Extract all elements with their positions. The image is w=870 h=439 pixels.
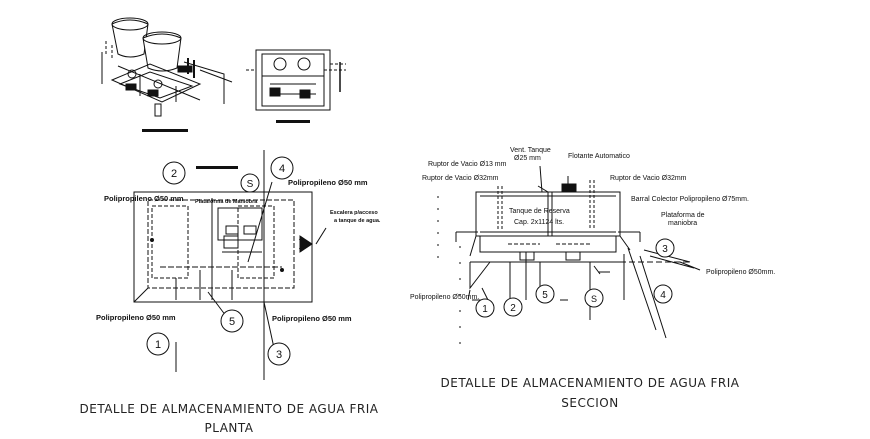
plan-callout-3-text: 3 <box>276 349 282 361</box>
plan-callout-2: 2 <box>162 161 186 185</box>
section-pipe-right-label: Polipropileno Ø50mm. <box>706 269 775 276</box>
small-plan-title-bar <box>276 120 310 123</box>
isometric-title-bar <box>142 129 188 132</box>
plan-callout-2-text: 2 <box>171 168 177 180</box>
section-callout-5: 5 <box>535 284 555 304</box>
plan-callout-1: 1 <box>146 332 170 356</box>
section-callout-3-text: 3 <box>662 244 668 255</box>
section-vent-label-line2: Ø25 mm <box>514 155 541 162</box>
section-caption-line2: SECCION <box>561 396 619 410</box>
plan-pipe-bottom-right-label: Polipropileno Ø50 mm <box>272 314 352 323</box>
section-breaker13-label: Ruptor de Vacio Ø13 mm <box>428 161 507 168</box>
section-reserve-label-line2: Cap. 2x1124 lts. <box>514 219 564 226</box>
plan-ladder-label-line1: Escalera p/acceso <box>330 210 378 216</box>
section-callout-4-text: 4 <box>660 290 666 301</box>
section-callout-2-text: 2 <box>510 303 516 314</box>
plan-caption-line2: PLANTA <box>204 421 254 435</box>
section-pipe-left-label: Polipropileno Ø50mm. <box>410 294 479 301</box>
plan-view <box>133 150 327 380</box>
section-breaker32-right-label: Ruptor de Vacio Ø32mm <box>610 175 687 182</box>
section-view <box>437 165 701 358</box>
section-callout-s-text: S <box>591 294 597 304</box>
section-callout-1: 1 <box>475 298 495 318</box>
plan-callout-5: 5 <box>220 309 244 333</box>
plan-callout-5-text: 5 <box>229 316 235 328</box>
plan-header-bar <box>196 166 238 169</box>
section-float-label: Flotante Automatico <box>568 153 630 160</box>
plan-pipe-top-right-label: Polipropileno Ø50 mm <box>288 178 368 187</box>
plan-pipe-bottom-left-label: Polipropileno Ø50 mm <box>96 313 176 322</box>
section-reserve-label-line1: Tanque de Reserva <box>509 208 570 215</box>
plan-caption-line1: DETALLE DE ALMACENAMIENTO DE AGUA FRIA <box>79 402 379 416</box>
section-vent-label-line1: Vent. Tanque <box>510 147 551 154</box>
section-caption-line1: DETALLE DE ALMACENAMIENTO DE AGUA FRIA <box>440 376 740 390</box>
small-plan-view <box>244 49 346 111</box>
plan-callout-s-text: S <box>247 179 254 190</box>
plan-ladder-label-line2: a tanque de agua. <box>334 218 381 224</box>
section-platform-label-line2: maniobra <box>668 220 697 227</box>
plan-callout-1-text: 1 <box>155 339 161 351</box>
plan-pipe-top-left-label: Polipropileno Ø50 mm <box>104 194 184 203</box>
plan-callout-4: 4 <box>270 156 294 180</box>
section-breaker32-left-label: Ruptor de Vacio Ø32mm <box>422 175 499 182</box>
plan-callout-3: 3 <box>267 342 291 366</box>
section-callout-3: 3 <box>655 238 675 258</box>
section-callout-4: 4 <box>653 284 673 304</box>
section-callout-2: 2 <box>503 297 523 317</box>
section-callout-1-text: 1 <box>482 304 488 315</box>
section-platform-label-line1: Plataforma de <box>661 212 705 219</box>
isometric-view <box>101 17 233 117</box>
plan-callout-4-text: 4 <box>279 163 285 175</box>
section-callout-s: S <box>584 288 604 308</box>
section-callout-5-text: 5 <box>542 290 548 301</box>
section-collector-label: Barral Colector Polipropileno Ø75mm. <box>631 196 749 203</box>
plan-platform-label: Plataforma de Maniobra <box>195 199 258 205</box>
plan-callout-s: S <box>240 173 260 193</box>
